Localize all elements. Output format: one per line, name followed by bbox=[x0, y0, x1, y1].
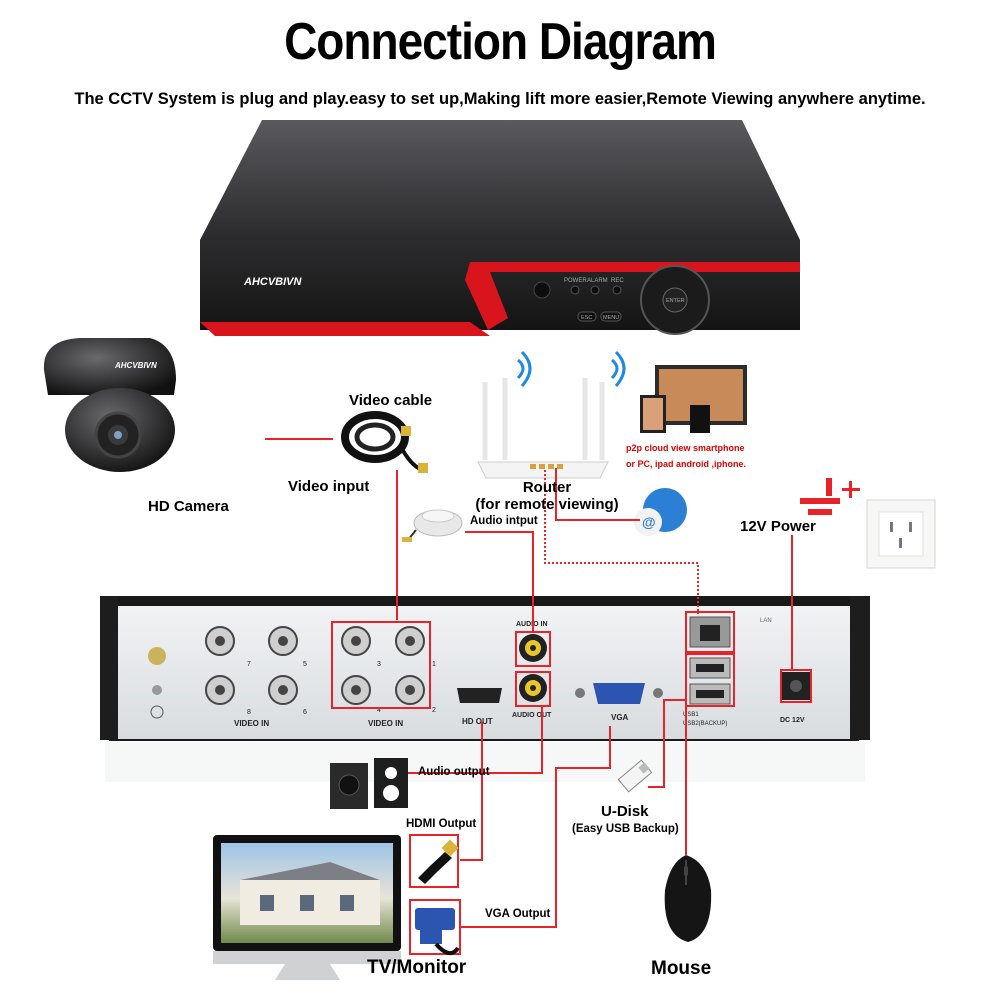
menu-button: MENU bbox=[603, 315, 619, 321]
page-subtitle: The CCTV System is plug and play.easy to… bbox=[74, 90, 926, 108]
udisk-icon bbox=[617, 759, 653, 793]
enter-button: ENTER bbox=[666, 298, 685, 304]
camera-icon bbox=[43, 338, 177, 472]
monitor-icon bbox=[213, 835, 401, 980]
p2p-line2: or PC, ipad android ,iphone. bbox=[626, 459, 747, 469]
devices-icon bbox=[640, 365, 747, 433]
router-label-line1: Router bbox=[522, 479, 572, 496]
dvr-back-panel bbox=[100, 596, 870, 782]
hdout-label: HD OUT bbox=[462, 717, 493, 726]
video-cable-label: Video cable bbox=[349, 392, 433, 409]
lan-dashed-line bbox=[544, 470, 699, 614]
camera-brand: AHCVBIVN bbox=[114, 361, 157, 370]
mouse-label: Mouse bbox=[651, 958, 712, 979]
vga-label: VGA bbox=[611, 713, 629, 722]
camera-label: HD Camera bbox=[148, 498, 229, 515]
microphone-icon bbox=[402, 509, 463, 542]
usb1-label: USB1 bbox=[683, 712, 699, 718]
svg-text:@: @ bbox=[642, 514, 656, 530]
dc-label: DC 12V bbox=[780, 717, 805, 724]
speakers-icon bbox=[330, 758, 408, 809]
page-title: Connection Diagram bbox=[284, 11, 717, 71]
power-label: 12V Power bbox=[740, 518, 816, 535]
video-input-label: Video input bbox=[288, 478, 370, 495]
router-label: Router (for remote viewing) bbox=[462, 479, 632, 513]
dvr-front-unit bbox=[200, 120, 800, 336]
vga-cable-icon bbox=[415, 908, 460, 956]
router-icon bbox=[477, 350, 626, 479]
udisk-label: U-Disk bbox=[601, 803, 649, 820]
audio-in-label: AUDIO IN bbox=[516, 621, 548, 628]
video-in-number-8: 8 bbox=[247, 709, 251, 716]
dvr-brand: AHCVBIVN bbox=[243, 276, 303, 288]
tv-monitor-label: TV/Monitor bbox=[367, 957, 467, 978]
cloud-icon: @ bbox=[634, 488, 687, 536]
audio-input-label: Audio intput bbox=[470, 515, 538, 527]
video-in-number-6: 6 bbox=[303, 709, 307, 716]
esc-button: ESC bbox=[581, 315, 592, 321]
audio-out-label: AUDIO OUT bbox=[512, 712, 552, 719]
video-in-label-right: VIDEO IN bbox=[368, 719, 403, 728]
audio-output-label: Audio output bbox=[418, 766, 490, 778]
video-in-number-5: 5 bbox=[303, 661, 307, 668]
indicator-rec: REC bbox=[611, 278, 624, 284]
router-label-line2: (for remote viewing) bbox=[475, 496, 619, 513]
indicator-alarm: ALARM bbox=[587, 278, 608, 284]
video-cable-icon bbox=[341, 411, 428, 473]
video-in-number-4: 4 bbox=[377, 707, 381, 714]
video-in-number-3: 3 bbox=[377, 661, 381, 668]
video-in-number-7: 7 bbox=[247, 661, 251, 668]
lan-label: LAN bbox=[760, 618, 772, 624]
power-outlet-icon bbox=[866, 499, 936, 569]
power-sign-icon bbox=[800, 478, 860, 515]
usb2-label: USB2(BACKUP) bbox=[683, 721, 727, 727]
vga-output-label: VGA Output bbox=[485, 908, 551, 920]
udisk-sub-label: (Easy USB Backup) bbox=[572, 823, 679, 835]
mouse-icon bbox=[664, 855, 712, 942]
video-in-number-1: 1 bbox=[432, 661, 436, 668]
video-in-label-left: VIDEO IN bbox=[234, 719, 269, 728]
indicator-power: POWER bbox=[564, 278, 587, 284]
hdmi-output-label: HDMI Output bbox=[406, 818, 477, 830]
connection-lines bbox=[265, 438, 793, 928]
video-in-number-2: 2 bbox=[432, 707, 436, 714]
p2p-line1: p2p cloud view smartphone bbox=[626, 443, 745, 453]
hdmi-connector-icon bbox=[418, 839, 459, 884]
